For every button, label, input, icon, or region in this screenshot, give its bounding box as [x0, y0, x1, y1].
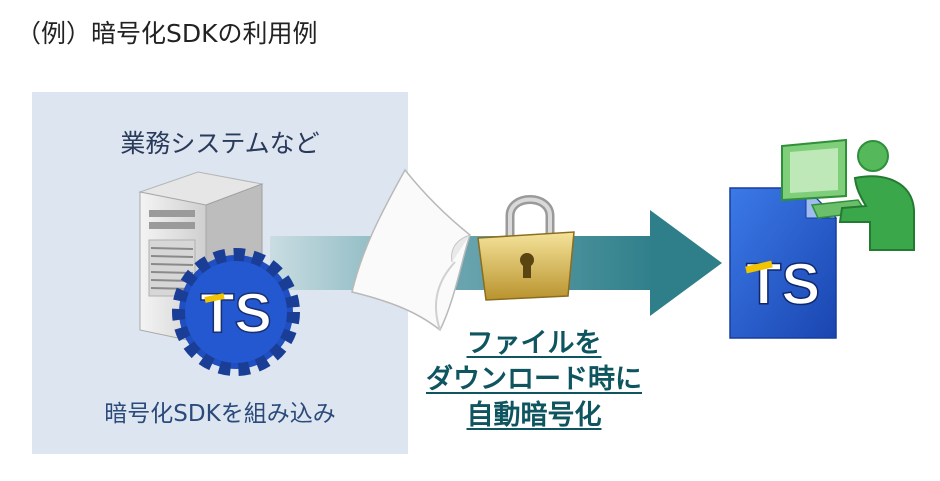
- business-system-label: 業務システムなど: [120, 129, 320, 158]
- caption-line-3: 自動暗号化: [466, 400, 602, 431]
- encrypted-file-logo-text: TS: [746, 252, 820, 317]
- user-at-computer-icon: [781, 138, 915, 251]
- encrypted-file-icon: TS: [729, 186, 838, 339]
- page-title: （例）暗号化SDKの利用例: [16, 19, 318, 48]
- padlock-icon: [477, 195, 575, 301]
- sdk-logo-text: TS: [200, 281, 272, 344]
- caption-line-2: ダウンロード時に: [426, 364, 642, 395]
- sdk-embedded-label: 暗号化SDKを組み込み: [104, 401, 336, 427]
- caption-line-1: ファイルを: [466, 328, 602, 359]
- sdk-gear-logo-icon: TS: [172, 248, 300, 376]
- flow-caption: ファイルを ダウンロード時に 自動暗号化: [408, 326, 660, 434]
- document-icon: [351, 168, 471, 332]
